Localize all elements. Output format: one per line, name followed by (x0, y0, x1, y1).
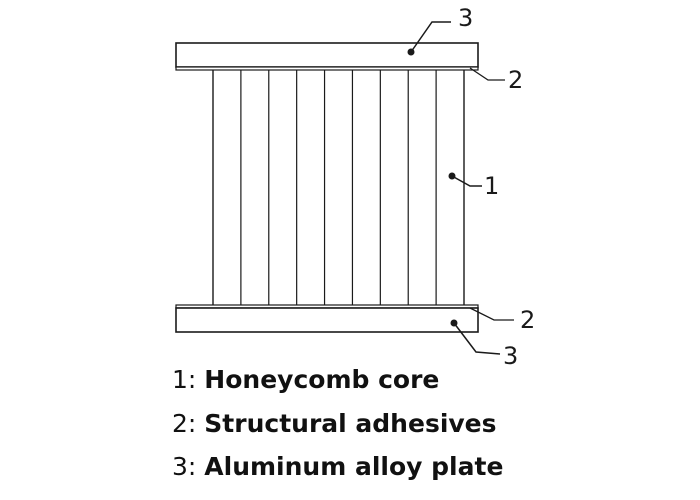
callout-label-top-plate: 3 (458, 4, 473, 32)
legend-number: 2: (172, 409, 197, 438)
callout-label-core: 1 (484, 172, 499, 200)
honeycomb-core (212, 70, 465, 305)
legend-item-1: 1: Honeycomb core (172, 365, 439, 394)
legend-term: Aluminum alloy plate (204, 452, 504, 481)
top-adhesive-layer (175, 66, 479, 71)
callout-bottom-plate: 3 (450, 319, 518, 370)
callout-top-adhesive: 2 (469, 66, 523, 94)
legend-number: 3: (172, 452, 197, 481)
callout-label-top-adhesive: 2 (508, 66, 523, 94)
bottom-aluminum-plate (175, 307, 479, 333)
legend-term: Honeycomb core (204, 365, 440, 394)
legend-item-2: 2: Structural adhesives (172, 409, 497, 438)
callout-top-plate: 3 (407, 4, 473, 56)
callout-core: 1 (448, 172, 499, 200)
callout-label-bottom-plate: 3 (503, 342, 518, 370)
callout-bottom-adhesive: 2 (469, 306, 535, 334)
legend-number: 1: (172, 365, 197, 394)
top-aluminum-plate (175, 42, 479, 68)
callout-label-bottom-adhesive: 2 (520, 306, 535, 334)
legend-item-3: 3: Aluminum alloy plate (172, 452, 503, 481)
legend-term: Structural adhesives (204, 409, 497, 438)
